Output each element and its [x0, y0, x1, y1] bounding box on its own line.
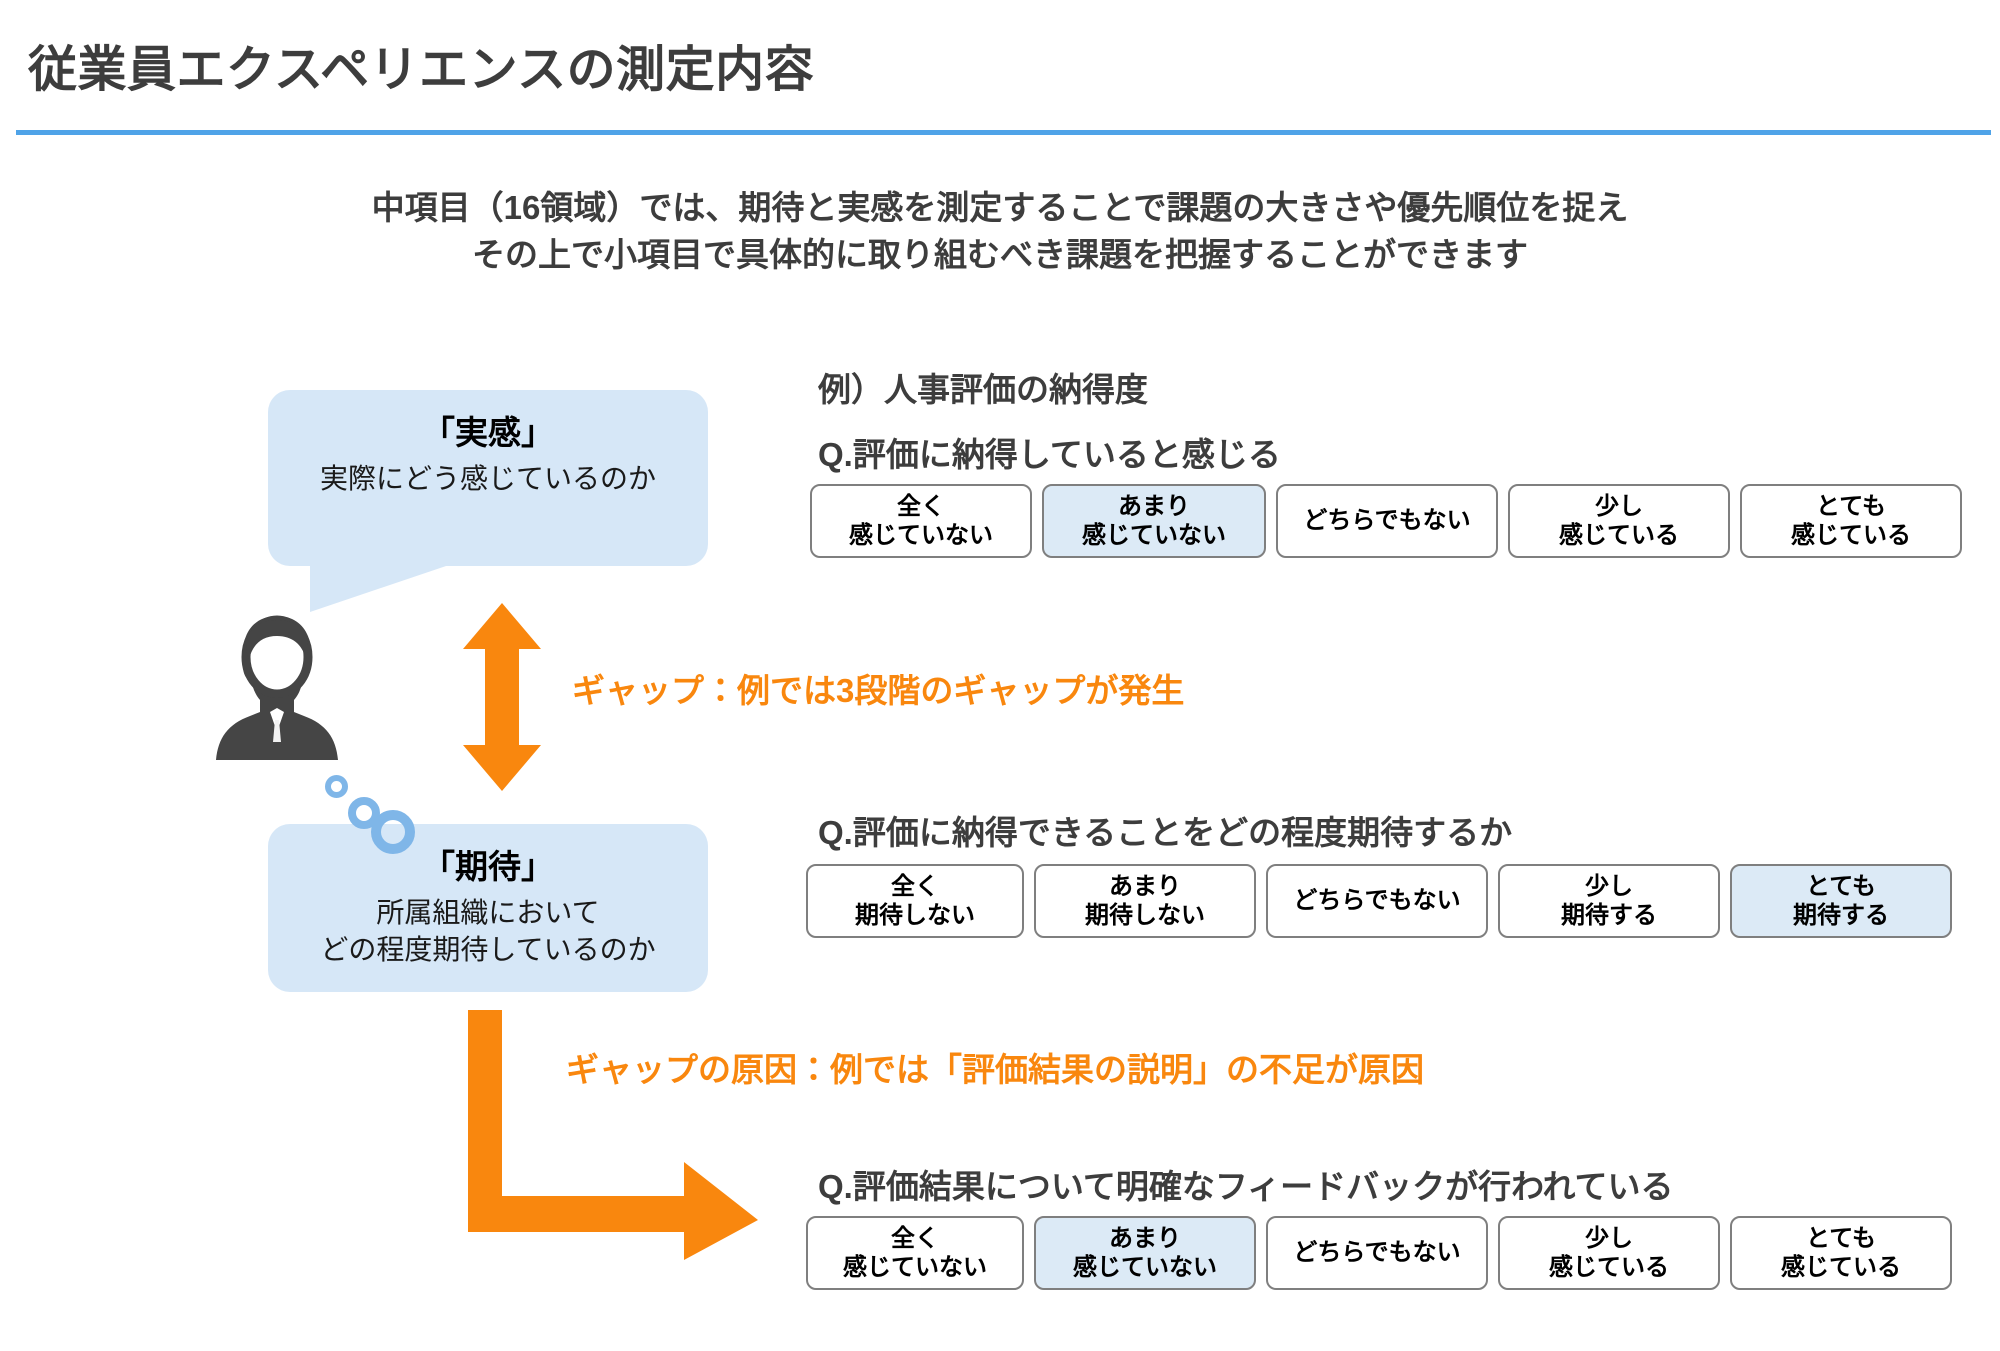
options-row-feel: 全く 感じていない あまり 感じていない どちらでもない 少し 感じている とて…	[810, 484, 1962, 558]
option-label-line: 全く	[891, 1224, 939, 1252]
option-label-line: 感じていない	[1082, 522, 1226, 549]
question-text-feel: Q.評価に納得していると感じる	[818, 436, 1281, 473]
option-label-line: 少し	[1585, 1224, 1633, 1252]
bubble-expect-sub-line-1: 所属組織において	[376, 897, 600, 929]
bubble-expect-subtitle: 所属組織において どの程度期待しているのか	[268, 895, 708, 969]
option-box[interactable]: 全く 感じていない	[810, 484, 1032, 558]
thought-bubble-expect: 「期待」 所属組織において どの程度期待しているのか	[268, 824, 708, 992]
option-label-line: 期待しない	[855, 902, 975, 929]
option-label-line: 期待する	[1561, 902, 1657, 929]
option-box[interactable]: とても 感じている	[1730, 1216, 1952, 1290]
option-label-line: とても	[1815, 492, 1887, 520]
slide-subtitle: 中項目（16領域）では、期待と実感を測定することで課題の大きさや優先順位を捉え …	[0, 185, 2000, 279]
bubble-feel-title: 「実感」	[422, 414, 554, 451]
option-box[interactable]: あまり 期待しない	[1034, 864, 1256, 938]
option-box[interactable]: あまり 感じていない	[1034, 1216, 1256, 1290]
example-label: 例）人事評価の納得度	[818, 371, 1148, 408]
option-box[interactable]: 全く 感じていない	[806, 1216, 1024, 1290]
options-row-feedback: 全く 感じていない あまり 感じていない どちらでもない 少し 感じている とて…	[806, 1216, 1952, 1290]
option-label-line: あまり	[1118, 492, 1190, 520]
subtitle-line-1: 中項目（16領域）では、期待と実感を測定することで課題の大きさや優先順位を捉え	[371, 189, 1629, 226]
option-box[interactable]: どちらでもない	[1276, 484, 1498, 558]
option-label-line: 感じている	[1549, 1254, 1669, 1281]
option-box[interactable]: あまり 感じていない	[1042, 484, 1266, 558]
thought-bubble-dot-small-icon	[325, 775, 348, 798]
question-text-feedback: Q.評価結果について明確なフィードバックが行われている	[818, 1168, 1674, 1205]
option-label-line: とても	[1805, 872, 1877, 900]
option-label-line: 少し	[1595, 492, 1643, 520]
speech-bubble-tail	[310, 564, 452, 612]
bubble-feel-subtitle: 実際にどう感じているのか	[268, 461, 708, 498]
option-label-line: 感じていない	[843, 1254, 987, 1281]
gap-cause-annotation-label: ギャップの原因：例では「評価結果の説明」の不足が原因	[566, 1051, 1424, 1088]
option-label-line: 感じている	[1791, 522, 1911, 549]
person-avatar-icon	[212, 608, 342, 760]
option-box[interactable]: どちらでもない	[1266, 864, 1488, 938]
bubble-expect-title: 「期待」	[422, 848, 554, 885]
options-row-expect: 全く 期待しない あまり 期待しない どちらでもない 少し 期待する とても 期…	[806, 864, 1952, 938]
speech-bubble-feel: 「実感」 実際にどう感じているのか	[268, 390, 708, 566]
bubble-expect-sub-line-2: どの程度期待しているのか	[320, 934, 656, 966]
option-label-line: あまり	[1109, 1224, 1181, 1252]
option-label-line: 期待しない	[1085, 902, 1205, 929]
option-label-line: 全く	[891, 872, 939, 900]
option-box[interactable]: どちらでもない	[1266, 1216, 1488, 1290]
option-label-line: とても	[1805, 1224, 1877, 1252]
title-underline-rule	[16, 130, 1991, 135]
subtitle-line-2: その上で小項目で具体的に取り組むべき課題を把握することができます	[472, 235, 1528, 273]
page-title: 従業員エクスペリエンスの測定内容	[28, 43, 815, 97]
option-label-line: どちらでもない	[1293, 887, 1461, 915]
option-label-line: どちらでもない	[1293, 1239, 1461, 1267]
option-box[interactable]: とても 期待する	[1730, 864, 1952, 938]
gap-annotation-label: ギャップ：例では3段階のギャップが発生	[572, 672, 1185, 709]
option-box[interactable]: 少し 感じている	[1508, 484, 1730, 558]
option-label-line: 期待する	[1793, 902, 1889, 929]
option-label-line: どちらでもない	[1303, 507, 1471, 535]
option-label-line: 感じている	[1781, 1254, 1901, 1281]
bubble-feel-sub-line-1: 実際にどう感じているのか	[319, 463, 656, 495]
elbow-arrow-icon	[468, 1010, 758, 1260]
option-label-line: 少し	[1585, 872, 1633, 900]
option-box[interactable]: 少し 期待する	[1498, 864, 1720, 938]
option-label-line: 感じている	[1559, 522, 1679, 549]
thought-bubble-dot-large-icon	[371, 810, 415, 854]
option-label-line: あまり	[1109, 872, 1181, 900]
double-headed-vertical-arrow-icon	[463, 603, 541, 791]
option-label-line: 全く	[897, 492, 945, 520]
question-text-expect: Q.評価に納得できることをどの程度期待するか	[818, 814, 1513, 851]
option-box[interactable]: 全く 期待しない	[806, 864, 1024, 938]
option-label-line: 感じていない	[849, 522, 993, 549]
option-box[interactable]: 少し 感じている	[1498, 1216, 1720, 1290]
option-label-line: 感じていない	[1073, 1254, 1217, 1281]
option-box[interactable]: とても 感じている	[1740, 484, 1962, 558]
thought-bubble-dot-medium-icon	[348, 797, 380, 829]
